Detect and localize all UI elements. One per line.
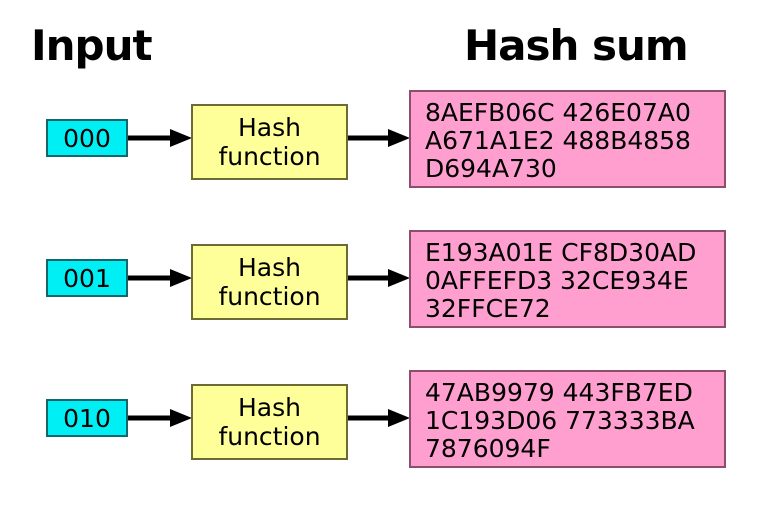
arrow-right-icon: [348, 269, 410, 287]
hash-function-box: Hash function: [191, 104, 348, 180]
arrow-right-icon: [128, 269, 192, 287]
hash-sum-line: 8AEFB06C 426E07A0: [425, 98, 691, 127]
column-heading-hash-sum: Hash sum: [464, 21, 689, 70]
hash-sum-line: 7876094F: [425, 434, 551, 463]
input-box-label: 000: [63, 123, 111, 153]
diagram-row: 000 Hash function 8AEFB06C 426E07A0 A671…: [0, 88, 765, 188]
hash-sum-box: 47AB9979 443FB7ED 1C193D06 773333BA 7876…: [409, 370, 726, 468]
input-box-label: 001: [63, 263, 111, 293]
hash-function-label-line1: Hash: [238, 253, 301, 282]
hash-sum-line: 32FFCE72: [425, 294, 551, 323]
diagram-row: 001 Hash function E193A01E CF8D30AD 0AFF…: [0, 228, 765, 328]
hash-function-box: Hash function: [191, 384, 348, 460]
hash-sum-line: 0AFFEFD3 32CE934E: [425, 266, 689, 295]
arrow-input-to-function: [128, 407, 192, 429]
column-heading-input: Input: [31, 21, 153, 70]
arrow-right-icon: [128, 129, 192, 147]
hash-sum-line: D694A730: [425, 154, 557, 183]
hash-function-label-line2: function: [218, 142, 321, 171]
hash-function-label-line1: Hash: [238, 113, 301, 142]
input-box: 000: [46, 119, 128, 157]
input-box: 001: [46, 259, 128, 297]
hash-sum-box: E193A01E CF8D30AD 0AFFEFD3 32CE934E 32FF…: [409, 230, 726, 328]
arrow-right-icon: [128, 409, 192, 427]
hash-sum-line: E193A01E CF8D30AD: [425, 238, 697, 267]
hash-function-label-line2: function: [218, 422, 321, 451]
hash-sum-box: 8AEFB06C 426E07A0 A671A1E2 488B4858 D694…: [409, 90, 726, 188]
hash-sum-line: 1C193D06 773333BA: [425, 406, 695, 435]
input-box: 010: [46, 399, 128, 437]
arrow-right-icon: [348, 409, 410, 427]
arrow-right-icon: [348, 129, 410, 147]
input-box-label: 010: [63, 403, 111, 433]
arrow-input-to-function: [128, 267, 192, 289]
hash-function-label-line1: Hash: [238, 393, 301, 422]
hash-sum-line: 47AB9979 443FB7ED: [425, 378, 693, 407]
hash-function-box: Hash function: [191, 244, 348, 320]
arrow-function-to-hash: [348, 267, 410, 289]
diagram-row: 010 Hash function 47AB9979 443FB7ED 1C19…: [0, 368, 765, 468]
hash-sum-line: A671A1E2 488B4858: [425, 126, 691, 155]
arrow-function-to-hash: [348, 407, 410, 429]
arrow-function-to-hash: [348, 127, 410, 149]
arrow-input-to-function: [128, 127, 192, 149]
hash-function-label-line2: function: [218, 282, 321, 311]
